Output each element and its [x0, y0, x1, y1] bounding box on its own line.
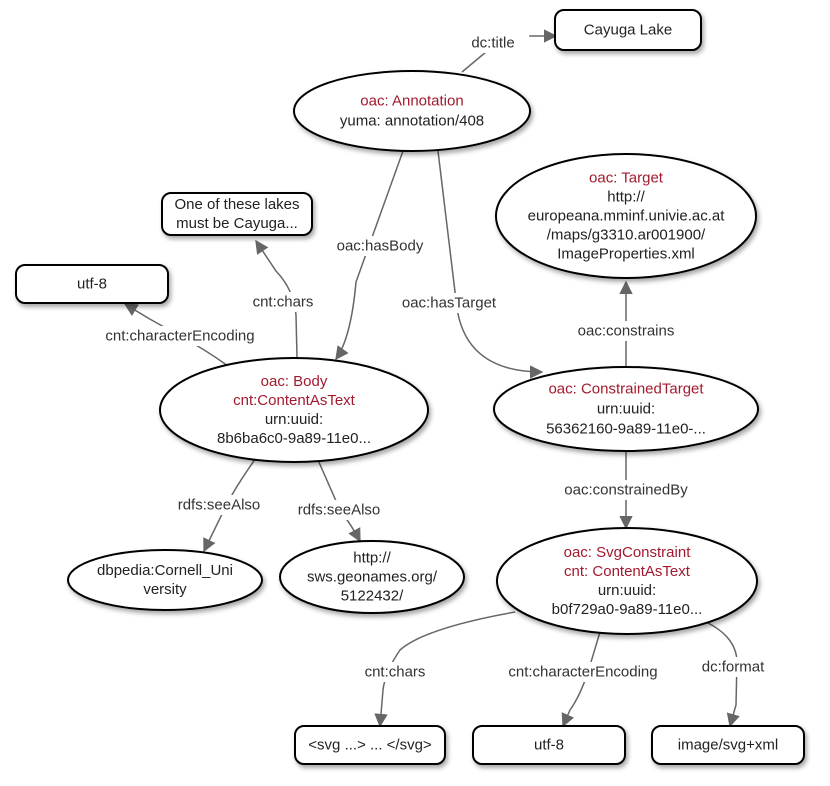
node-type-label: cnt:ContentAsText — [233, 392, 356, 409]
node-ellipse — [67, 549, 263, 611]
node-rect — [651, 725, 805, 765]
edge-title: dc:title — [456, 29, 558, 73]
edge-label: cnt:characterEncoding — [105, 328, 254, 345]
node-svg-constraint: oac: SvgConstraint cnt: ContentAsText urn:… — [496, 527, 758, 635]
node-type-label: oac: SvgConstraint — [564, 544, 692, 561]
node-svg-format: image/svg+xml — [651, 725, 805, 765]
node-value-label: urn:uuid: — [265, 411, 323, 428]
node-value-label: 8b6ba6c0-9a89-11e0... — [217, 430, 371, 447]
edge-label-background — [692, 657, 774, 677]
edge-svg-encoding: cnt:characterEncoding — [496, 631, 670, 728]
edge-label: rdfs:seeAlso — [178, 497, 261, 514]
node-title-literal: Cayuga Lake — [554, 9, 702, 51]
node-value-label: must be Cayuga... — [176, 215, 298, 232]
node-value-label: urn:uuid: — [597, 401, 655, 418]
node-value-label: One of these lakes — [174, 196, 299, 213]
edge-chars: cnt:chars — [242, 239, 324, 358]
edges-layer: dc:title oac:hasBody oac:hasTarget cnt:char… — [93, 29, 774, 728]
node-body-encoding: utf-8 — [15, 264, 169, 304]
node-svg-encoding: utf-8 — [472, 725, 626, 765]
edge-label: rdfs:seeAlso — [298, 502, 381, 519]
node-value-label: http:// — [353, 550, 391, 567]
edge-constrains: oac:constrains — [566, 280, 686, 367]
node-annotation: oac: Annotation yuma: annotation/408 — [293, 70, 531, 152]
edge-hasbody: oac:hasBody — [332, 150, 428, 361]
edge-seealso-1: rdfs:seeAlso — [167, 457, 271, 553]
node-rect — [554, 9, 702, 51]
node-body-chars: One of these lakes must be Cayuga... — [161, 192, 313, 236]
node-value-label: utf-8 — [77, 276, 107, 293]
node-value-label: urn:uuid: — [598, 582, 656, 599]
node-ellipse — [493, 366, 759, 452]
node-value-label: ImageProperties.xml — [557, 246, 695, 263]
edge-label: cnt:chars — [253, 294, 314, 311]
edge-label-background — [93, 326, 267, 346]
edge-line — [255, 239, 298, 358]
node-svg-chars: <svg ...> ... </svg> — [294, 725, 446, 765]
node-rect — [294, 725, 446, 765]
edge-label: cnt:characterEncoding — [508, 664, 657, 681]
node-ellipse — [495, 153, 757, 279]
edge-constrainedby: oac:constrainedBy — [554, 451, 698, 530]
node-body: oac: Body cnt:ContentAsText urn:uuid: 8b6ba… — [159, 357, 429, 463]
node-value-label: image/svg+xml — [678, 737, 778, 754]
node-value-label: http:// — [607, 189, 645, 206]
edge-label-background — [287, 500, 391, 520]
edge-label: oac:constrains — [578, 323, 675, 340]
node-value-label: <svg ...> ... </svg> — [308, 737, 432, 754]
edge-line — [335, 150, 404, 361]
node-value-label: dbpedia:Cornell_Uni — [97, 562, 233, 579]
node-ellipse — [159, 357, 429, 463]
node-value-label: europeana.mminf.univie.ac.at — [528, 208, 726, 225]
edge-label-background — [393, 293, 505, 313]
edge-seealso-2: rdfs:seeAlso — [287, 459, 391, 543]
edge-label-background — [456, 33, 530, 53]
edge-label: oac:hasTarget — [402, 295, 497, 312]
node-ellipse — [293, 70, 531, 152]
node-type-label: oac: ConstrainedTarget — [548, 381, 704, 398]
edge-label-background — [566, 321, 686, 341]
edge-label-background — [167, 495, 271, 515]
node-value-label: utf-8 — [534, 737, 564, 754]
node-rect — [15, 264, 169, 304]
node-type-label: oac: Annotation — [360, 93, 463, 110]
edge-label: dc:title — [471, 35, 514, 52]
edge-label-background — [554, 480, 698, 500]
edge-svg-chars: cnt:chars — [354, 611, 516, 728]
edge-label: dc:format — [702, 659, 765, 676]
node-value-label: 56362160-9a89-11e0-... — [546, 421, 706, 438]
edge-label-background — [332, 236, 428, 256]
node-target: oac: Target http:// europeana.mminf.univie… — [495, 153, 757, 279]
edge-label-background — [496, 662, 670, 682]
edge-label: cnt:chars — [365, 664, 426, 681]
node-value-label: versity — [143, 581, 187, 598]
node-rect — [161, 192, 313, 236]
node-value-label: /maps/g3310.ar001900/ — [547, 227, 706, 244]
edge-label: oac:hasBody — [337, 238, 424, 255]
node-value-label: b0f729a0-9a89-11e0... — [552, 601, 703, 618]
edge-label: oac:constrainedBy — [564, 482, 688, 499]
node-geonames: http:// sws.geonames.org/5122432/ — [279, 540, 465, 614]
edge-hastarget: oac:hasTarget — [393, 150, 544, 379]
node-rect — [472, 725, 626, 765]
node-value-label: sws.geonames.org/ — [307, 569, 438, 586]
node-type-label: oac: Target — [589, 170, 664, 187]
node-value-label: 5122432/ — [341, 588, 404, 605]
node-ellipse — [279, 540, 465, 614]
node-ellipse — [496, 527, 758, 635]
edge-encoding: cnt:characterEncoding — [93, 303, 267, 367]
nodes-layer: oac: Annotation yuma: annotation/408 Cayug… — [15, 9, 805, 765]
edge-svg-format: dc:format — [692, 621, 774, 728]
node-constrained-target: oac: ConstrainedTarget urn:uuid: 56362160-… — [493, 366, 759, 452]
node-type-label: oac: Body — [261, 373, 328, 390]
edge-label-background — [242, 292, 324, 312]
node-value-label: yuma: annotation/408 — [340, 113, 484, 130]
edge-label-background — [354, 662, 436, 682]
node-value-label: Cayuga Lake — [584, 22, 672, 39]
node-type-label: cnt: ContentAsText — [564, 563, 691, 580]
